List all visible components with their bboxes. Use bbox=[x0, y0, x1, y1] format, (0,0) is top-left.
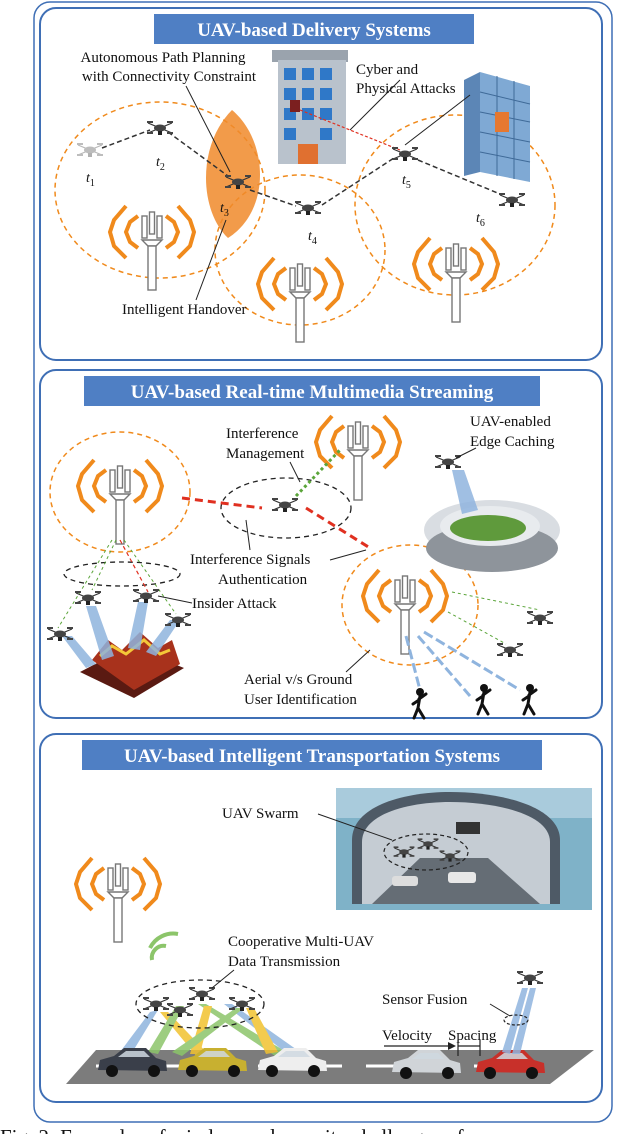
attack-pointer-2 bbox=[404, 94, 471, 146]
tunnel-scene bbox=[336, 788, 592, 910]
sensor-fusion-label: Sensor Fusion bbox=[382, 992, 468, 1008]
coop-label-1: Cooperative Multi-UAV bbox=[228, 934, 374, 950]
path-t4-t5 bbox=[321, 157, 395, 206]
signals-label-2: Authentication bbox=[218, 572, 308, 588]
coverage-zone-2 bbox=[214, 174, 386, 326]
label-t2: t2 bbox=[156, 155, 165, 173]
streaming-panel-title: UAV-based Real-time Multimedia Streaming bbox=[131, 382, 494, 403]
handover-pointer bbox=[195, 219, 227, 301]
drone-group-zone bbox=[63, 561, 181, 587]
attack-link bbox=[299, 109, 401, 151]
signals-pointer-2 bbox=[329, 549, 367, 561]
interference-label-2: Management bbox=[226, 446, 305, 462]
interference-pointer bbox=[289, 461, 301, 483]
caching-label-2: Edge Caching bbox=[470, 434, 555, 450]
streaming-panel bbox=[39, 369, 603, 719]
interference-link-left bbox=[181, 496, 263, 510]
handover-zone bbox=[206, 110, 260, 238]
attacks-label-2: Physical Attacks bbox=[356, 81, 456, 97]
velocity-arrowhead bbox=[448, 1042, 456, 1050]
label-t4: t4 bbox=[308, 229, 317, 247]
coop-label-2: Data Transmission bbox=[228, 954, 341, 970]
coop-pointer bbox=[211, 969, 235, 989]
path-t5-t6 bbox=[417, 159, 501, 195]
swarm-label: UAV Swarm bbox=[222, 806, 299, 822]
sensor-pointer bbox=[489, 1003, 511, 1017]
path-planning-label-1: Autonomous Path Planning bbox=[80, 50, 246, 66]
coverage-zone-1 bbox=[54, 101, 266, 279]
swarm-pointer bbox=[317, 813, 393, 841]
figure-frame bbox=[33, 1, 613, 1123]
label-t3: t3 bbox=[220, 201, 229, 219]
attack-pointer-1 bbox=[349, 79, 401, 131]
delivery-panel-title: UAV-based Delivery Systems bbox=[197, 20, 431, 41]
identification-pointer bbox=[345, 649, 371, 673]
control-link-top bbox=[294, 448, 342, 498]
figure-caption: Fig. 2: Examples of wireless and securit… bbox=[0, 1125, 464, 1134]
interference-label-1: Interference bbox=[226, 426, 299, 442]
identification-label-2: User Identification bbox=[244, 692, 357, 708]
swarm-zone bbox=[383, 833, 469, 871]
caching-pointer bbox=[455, 447, 477, 459]
label-t6: t6 bbox=[476, 211, 485, 229]
path-t1-t2 bbox=[101, 129, 151, 149]
sensor-beam-left bbox=[502, 988, 528, 1054]
label-t1: t1 bbox=[86, 171, 95, 189]
cooperative-zone bbox=[135, 979, 265, 1029]
attacks-label-1: Cyber and bbox=[356, 62, 419, 78]
interference-zone bbox=[220, 477, 352, 539]
streaming-panel-header bbox=[84, 376, 540, 406]
cooperative-beams bbox=[120, 1004, 300, 1058]
delivery-panel-header bbox=[154, 14, 474, 44]
insider-attack-link bbox=[119, 539, 149, 593]
insider-label: Insider Attack bbox=[192, 596, 277, 612]
office-building bbox=[272, 50, 348, 164]
caching-label-1: UAV-enabled bbox=[470, 414, 551, 430]
coverage-zone-3 bbox=[354, 114, 556, 296]
caching-beam bbox=[452, 470, 478, 514]
sensor-beam-right bbox=[512, 988, 536, 1054]
signals-label-1: Interference Signals bbox=[190, 552, 311, 568]
spacing-label: Spacing bbox=[448, 1028, 497, 1044]
transport-panel-title: UAV-based Intelligent Transportation Sys… bbox=[124, 746, 500, 767]
skyscraper bbox=[464, 72, 531, 182]
path-t2-t3 bbox=[167, 131, 229, 177]
sensor-zone bbox=[503, 1014, 529, 1026]
path-planning-label-2: with Connectivity Constraint bbox=[82, 69, 257, 85]
signals-pointer-1 bbox=[245, 519, 251, 551]
wireless-signal-icon bbox=[148, 931, 179, 961]
streaming-coverage-right bbox=[341, 544, 479, 666]
label-t5: t5 bbox=[402, 173, 411, 191]
handover-label: Intelligent Handover bbox=[122, 302, 247, 318]
path-t3-t4 bbox=[249, 189, 297, 207]
stadium bbox=[424, 500, 560, 572]
insider-pointer bbox=[157, 595, 193, 604]
streaming-coverage-left bbox=[49, 431, 191, 553]
identification-label-1: Aerial v/s Ground bbox=[244, 672, 353, 688]
velocity-label: Velocity bbox=[382, 1028, 432, 1044]
path-planning-pointer bbox=[185, 85, 231, 173]
transport-panel-header bbox=[82, 740, 542, 770]
